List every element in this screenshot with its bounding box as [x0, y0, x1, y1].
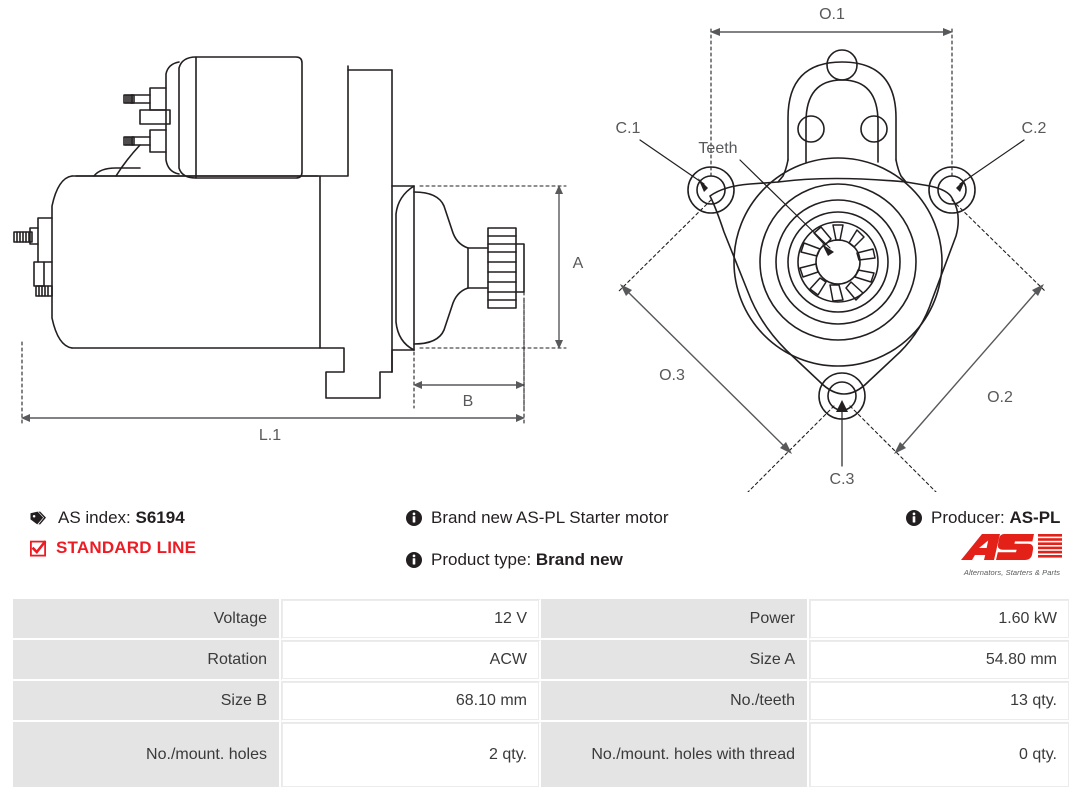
as-logo-tagline: Alternators, Starters & Parts [963, 568, 1061, 577]
spec-key: Voltage [13, 599, 281, 640]
spec-value: 2 qty. [281, 722, 541, 787]
spec-key: Size B [13, 681, 281, 722]
spec-value: 1.60 kW [809, 599, 1069, 640]
spec-key: Power [541, 599, 809, 640]
product-type-label: Product type: [431, 550, 532, 569]
tag-icon [30, 511, 49, 526]
product-type-value: Brand new [535, 550, 623, 569]
table-row: Rotation ACW Size A 54.80 mm [13, 640, 1069, 681]
as-index-label: AS index: [58, 508, 131, 527]
spec-value: 0 qty. [809, 722, 1069, 787]
producer-label: Producer: [931, 508, 1005, 527]
dimension-label-L1: L.1 [259, 427, 281, 444]
product-type-item: Product type: Brand new [406, 550, 623, 570]
producer-value: AS-PL [1009, 508, 1061, 527]
as-index-item: AS index: S6194 [30, 508, 185, 528]
checkbox-checked-icon [30, 539, 47, 557]
spec-value: 12 V [281, 599, 541, 640]
callout-label-O2: O.2 [987, 389, 1013, 406]
spec-key: Rotation [13, 640, 281, 681]
technical-drawings: A B L.1 [13, 6, 1047, 492]
table-row: Voltage 12 V Power 1.60 kW [13, 599, 1069, 640]
spec-value: 54.80 mm [809, 640, 1069, 681]
spec-key: Size A [541, 640, 809, 681]
as-pl-logo: Alternators, Starters & Parts [956, 530, 1068, 577]
info-circle-icon [406, 510, 422, 526]
table-row: No./mount. holes 2 qty. No./mount. holes… [13, 722, 1069, 787]
producer-item: Producer: AS-PL [906, 508, 1060, 528]
callout-label-teeth: Teeth [698, 140, 737, 157]
spec-value: 68.10 mm [281, 681, 541, 722]
product-info-row: AS index: S6194 STANDARD LINE Brand new … [0, 492, 1080, 590]
spec-key: No./mount. holes [13, 722, 281, 787]
standard-line-label: STANDARD LINE [56, 538, 197, 557]
callout-label-O1: O.1 [819, 6, 845, 23]
info-circle-icon [906, 510, 922, 526]
spec-key: No./mount. holes with thread [541, 722, 809, 787]
callout-label-C3: C.3 [830, 471, 855, 488]
as-logo-mark [961, 534, 1062, 560]
as-index-value: S6194 [135, 508, 185, 527]
info-circle-icon [406, 552, 422, 568]
starter-side-view-drawing: A B L.1 [13, 56, 584, 444]
callout-label-C1: C.1 [616, 120, 641, 137]
spec-value: 13 qty. [809, 681, 1069, 722]
spec-key: No./teeth [541, 681, 809, 722]
callout-label-C2: C.2 [1022, 120, 1047, 137]
dimension-label-B: B [463, 393, 474, 410]
table-row: Size B 68.10 mm No./teeth 13 qty. [13, 681, 1069, 722]
standard-line-badge: STANDARD LINE [30, 538, 196, 558]
starter-face-view-drawing: O.1 C.1 C.2 C.3 Teeth O.3 O.2 [616, 6, 1047, 492]
brand-new-label: Brand new AS-PL Starter motor [431, 508, 669, 527]
spec-value: ACW [281, 640, 541, 681]
callout-label-O3: O.3 [659, 367, 685, 384]
dimension-label-A: A [573, 255, 584, 272]
brand-new-item: Brand new AS-PL Starter motor [406, 508, 668, 528]
specification-table: Voltage 12 V Power 1.60 kW Rotation ACW … [13, 599, 1069, 787]
